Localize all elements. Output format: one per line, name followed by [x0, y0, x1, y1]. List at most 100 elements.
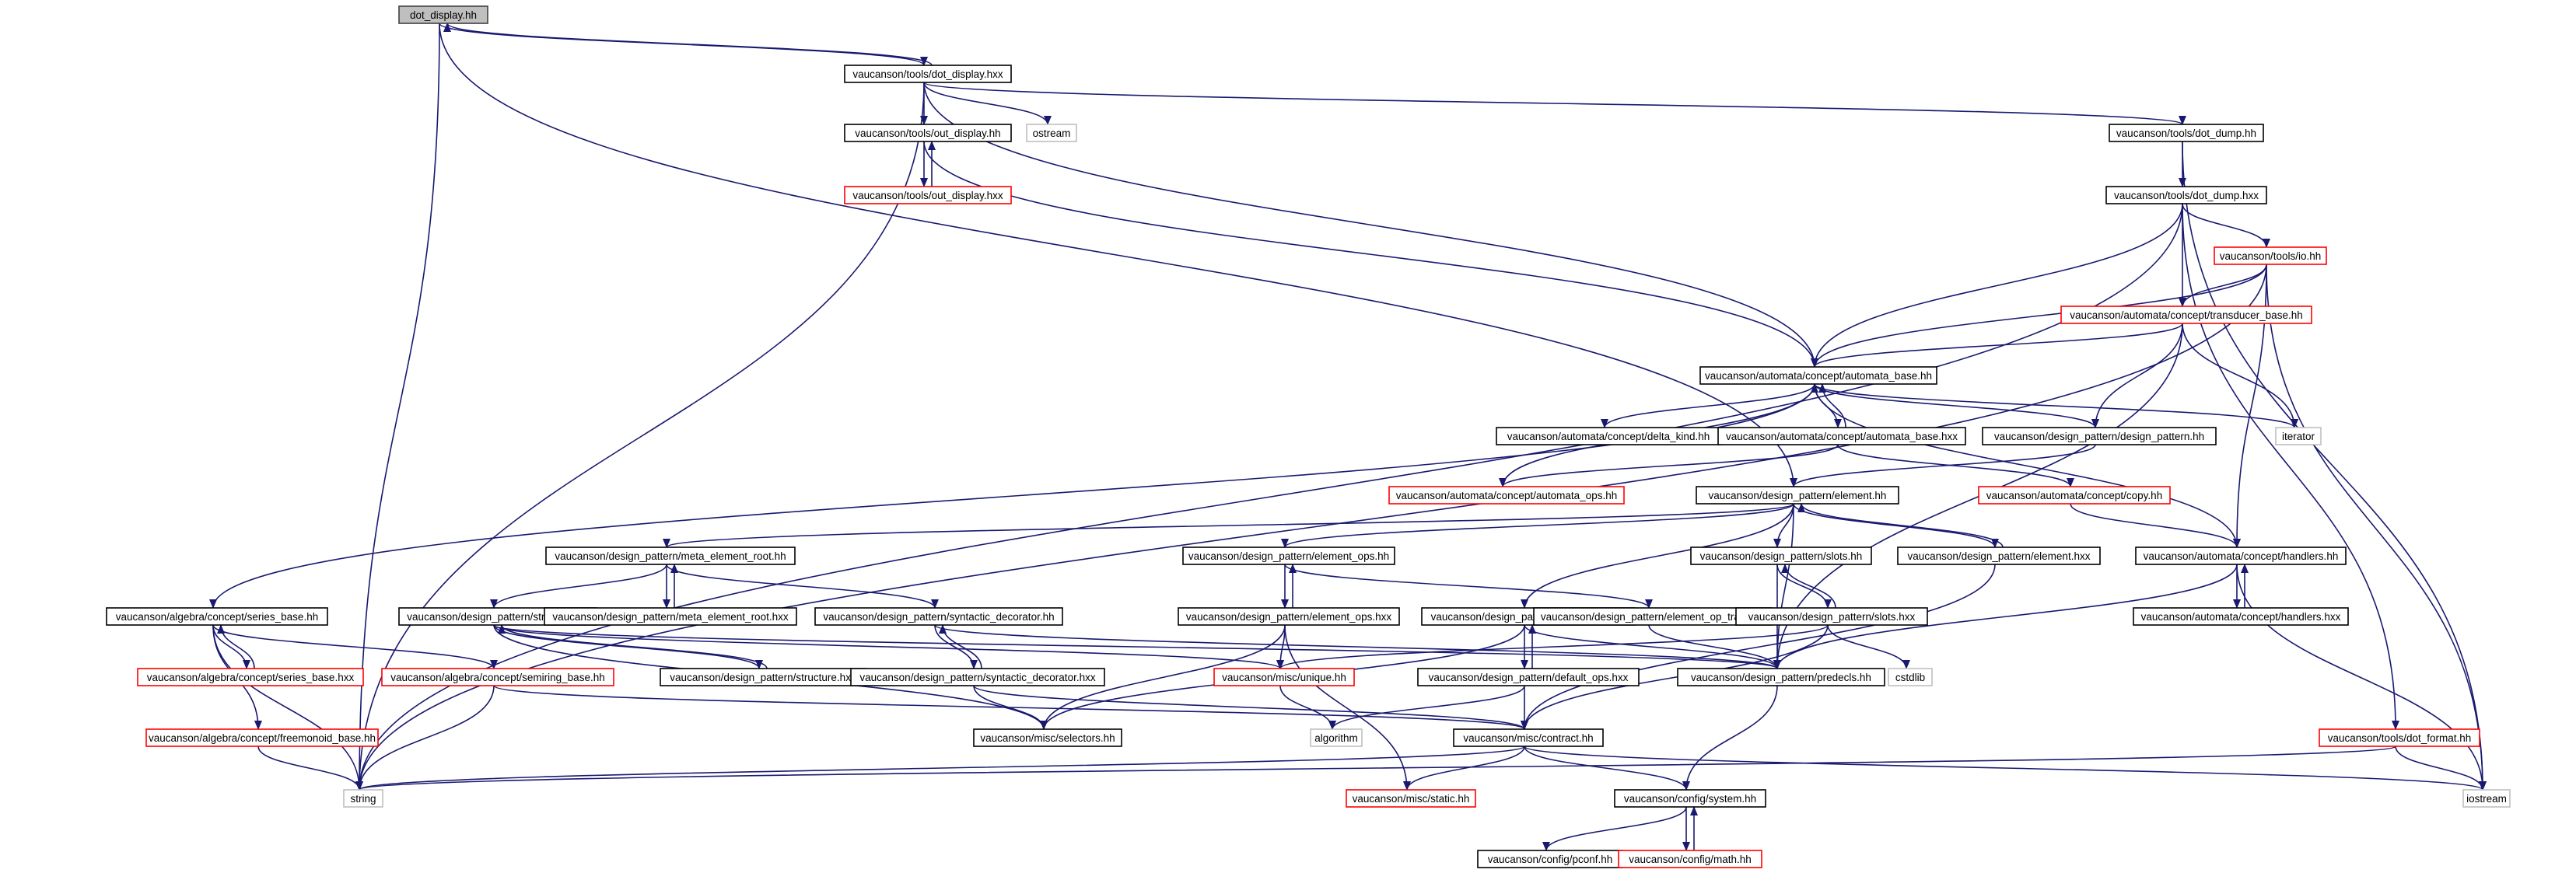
node-label: vaucanson/automata/concept/automata_ops.…	[1396, 490, 1617, 501]
node-label: vaucanson/misc/contract.hh	[1463, 732, 1593, 744]
edge-io_hh-to-automata_base_hh	[1811, 264, 2267, 368]
node-box	[1388, 486, 1625, 505]
node-label: vaucanson/design_pattern/predecls.hh	[1691, 672, 1871, 683]
graph-node-out-display-hxx[interactable]: vaucanson/tools/out_display.hxx	[844, 186, 1012, 204]
node-label: iostream	[2466, 793, 2507, 805]
graph-node-element-hh[interactable]: vaucanson/design_pattern/element.hh	[1696, 486, 1899, 505]
graph-node-contract[interactable]: vaucanson/misc/contract.hh	[1453, 728, 1604, 747]
graph-node-pconf[interactable]: vaucanson/config/pconf.hh	[1477, 850, 1623, 868]
node-label: vaucanson/tools/out_display.hxx	[852, 190, 1003, 201]
node-box	[1677, 668, 1885, 686]
node-box	[2109, 124, 2264, 142]
graph-node-system-hh[interactable]: vaucanson/config/system.hh	[1614, 789, 1766, 808]
graph-node-static[interactable]: vaucanson/misc/static.hh	[1346, 789, 1476, 808]
node-box	[844, 65, 1012, 83]
graph-node-predecls[interactable]: vaucanson/design_pattern/predecls.hh	[1677, 668, 1885, 686]
edge-contract-to-string	[355, 746, 1525, 791]
graph-node-element-ops-hxx[interactable]: vaucanson/design_pattern/element_ops.hxx	[1178, 607, 1400, 626]
node-box	[398, 5, 488, 24]
graph-node-syntactic-hxx[interactable]: vaucanson/design_pattern/syntactic_decor…	[850, 668, 1105, 686]
node-box	[1699, 366, 1937, 385]
graph-node-out-display-hh[interactable]: vaucanson/tools/out_display.hh	[844, 124, 1012, 142]
graph-node-meta-root-hxx[interactable]: vaucanson/design_pattern/meta_element_ro…	[544, 607, 797, 626]
edge-handlers_hh-to-predecls	[1773, 564, 2238, 669]
node-label: vaucanson/algebra/concept/semiring_base.…	[390, 672, 604, 683]
node-label: vaucanson/design_pattern/meta_element_ro…	[552, 611, 788, 623]
graph-node-slots-hh[interactable]: vaucanson/design_pattern/slots.hh	[1690, 546, 1872, 565]
node-box	[1717, 427, 1966, 445]
edge-handlers_hh-to-iostream	[2236, 564, 2487, 791]
node-box	[1982, 427, 2217, 445]
node-label: vaucanson/config/math.hh	[1629, 854, 1752, 865]
graph-node-structure-hxx[interactable]: vaucanson/design_pattern/structure.hxx	[660, 668, 866, 686]
edge-element_hh-to-predecls	[1773, 503, 1794, 669]
graph-node-semiring-base[interactable]: vaucanson/algebra/concept/semiring_base.…	[381, 668, 614, 686]
edge-syntactic_hh-to-syntactic_hxx	[934, 624, 978, 669]
node-box	[1310, 728, 1363, 747]
graph-node-dot-dump-hxx[interactable]: vaucanson/tools/dot_dump.hxx	[2105, 186, 2267, 204]
node-label: vaucanson/design_pattern/default_ops.hxx	[1429, 672, 1629, 683]
graph-node-dot-format[interactable]: vaucanson/tools/dot_format.hh	[2319, 728, 2480, 747]
node-box	[343, 789, 383, 808]
graph-node-handlers-hxx[interactable]: vaucanson/automata/concept/handlers.hxx	[2133, 607, 2349, 626]
graph-node-slots-hxx[interactable]: vaucanson/design_pattern/slots.hxx	[1735, 607, 1928, 626]
edge-semiring_base-to-string	[355, 685, 495, 791]
node-box	[2060, 306, 2312, 324]
graph-node-freemonoid[interactable]: vaucanson/algebra/concept/freemonoid_bas…	[145, 728, 379, 747]
graph-node-selectors[interactable]: vaucanson/misc/selectors.hh	[973, 728, 1122, 747]
node-label: vaucanson/tools/dot_dump.hh	[2116, 127, 2256, 139]
graph-node-transducer-base[interactable]: vaucanson/automata/concept/transducer_ba…	[2060, 306, 2312, 324]
graph-node-series-base-hxx[interactable]: vaucanson/algebra/concept/series_base.hx…	[137, 668, 364, 686]
node-label: vaucanson/design_pattern/meta_element_ro…	[555, 550, 786, 562]
graph-node-series-base-hh[interactable]: vaucanson/algebra/concept/series_base.hh	[106, 607, 328, 626]
edge-dot_display_hxx-to-dot_display_hh	[443, 23, 933, 66]
edge-structure_hxx-to-structure_hh	[498, 624, 768, 669]
node-box	[1888, 668, 1933, 686]
graph-node-element-ops-hh[interactable]: vaucanson/design_pattern/element_ops.hh	[1182, 546, 1395, 565]
edge-design_pattern_hh-to-element_hh	[1790, 444, 2096, 487]
graph-node-automata-base-hh[interactable]: vaucanson/automata/concept/automata_base…	[1699, 366, 1937, 385]
graph-node-design-pattern-hh[interactable]: vaucanson/design_pattern/design_pattern.…	[1982, 427, 2217, 445]
graph-node-dot-dump-hh[interactable]: vaucanson/tools/dot_dump.hh	[2109, 124, 2264, 142]
node-layer: dot_display.hh vaucanson/tools/dot_displa…	[106, 5, 2511, 868]
edge-dot_dump_hxx-to-io_hh	[2182, 203, 2270, 248]
edge-element_hh-to-element_hxx	[1793, 503, 1999, 548]
graph-node-meta-root-hh[interactable]: vaucanson/design_pattern/meta_element_ro…	[545, 546, 796, 565]
node-label: vaucanson/algebra/concept/series_base.hx…	[147, 672, 355, 683]
graph-node-automata-ops[interactable]: vaucanson/automata/concept/automata_ops.…	[1388, 486, 1625, 505]
graph-node-delta-kind[interactable]: vaucanson/automata/concept/delta_kind.hh	[1496, 427, 1721, 445]
node-box	[1453, 728, 1604, 747]
node-label: vaucanson/design_pattern/syntactic_decor…	[823, 611, 1054, 623]
edge-automata_base_hh-to-handlers_hh	[1814, 383, 2241, 548]
graph-node-copy-hh[interactable]: vaucanson/automata/concept/copy.hh	[1978, 486, 2171, 505]
graph-node-automata-base-hxx[interactable]: vaucanson/automata/concept/automata_base…	[1717, 427, 1966, 445]
graph-node-handlers-hh[interactable]: vaucanson/automata/concept/handlers.hh	[2135, 546, 2347, 565]
edge-series_base_hh-to-series_base_hxx	[212, 624, 250, 669]
node-label: vaucanson/tools/dot_display.hxx	[852, 68, 1003, 80]
graph-node-io-hh[interactable]: vaucanson/tools/io.hh	[2214, 246, 2327, 265]
node-label: dot_display.hh	[410, 9, 477, 21]
edge-structure_hh-to-predecls	[493, 624, 1781, 669]
graph-node-syntactic-hh[interactable]: vaucanson/design_pattern/syntactic_decor…	[814, 607, 1063, 626]
graph-node-element-hxx[interactable]: vaucanson/design_pattern/element.hxx	[1897, 546, 2101, 565]
graph-node-unique-hh[interactable]: vaucanson/misc/unique.hh	[1213, 668, 1355, 686]
node-label: vaucanson/config/system.hh	[1624, 793, 1756, 805]
node-label: vaucanson/misc/static.hh	[1353, 793, 1470, 805]
edge-slots_hxx-to-contract	[1521, 624, 1829, 730]
graph-node-dot-display-hh[interactable]: dot_display.hh	[398, 5, 488, 24]
node-box	[145, 728, 379, 747]
node-label: vaucanson/design_pattern/design_pattern.…	[1994, 431, 2204, 442]
graph-node-math-hh[interactable]: vaucanson/config/math.hh	[1618, 850, 1762, 868]
graph-node-element-op-traits[interactable]: vaucanson/design_pattern/element_op_trai…	[1533, 607, 1773, 626]
graph-node-ostream: ostream	[1026, 124, 1077, 142]
node-label: vaucanson/tools/io.hh	[2220, 250, 2322, 262]
edge-element_ops_hh-to-element_op_traits	[1284, 564, 1653, 609]
graph-node-dot-display-hxx[interactable]: vaucanson/tools/dot_display.hxx	[844, 65, 1012, 83]
node-label: vaucanson/design_pattern/element_ops.hh	[1188, 550, 1389, 562]
node-box	[973, 728, 1122, 747]
graph-node-default-ops-hxx[interactable]: vaucanson/design_pattern/default_ops.hxx	[1417, 668, 1640, 686]
edge-copy_hh-to-handlers_hh	[2070, 503, 2241, 548]
edge-element_hh-to-slots_hh	[1773, 503, 1794, 548]
edge-element_hh-to-element_ops_hh	[1281, 503, 1794, 548]
node-label: vaucanson/automata/concept/handlers.hh	[2144, 550, 2339, 562]
